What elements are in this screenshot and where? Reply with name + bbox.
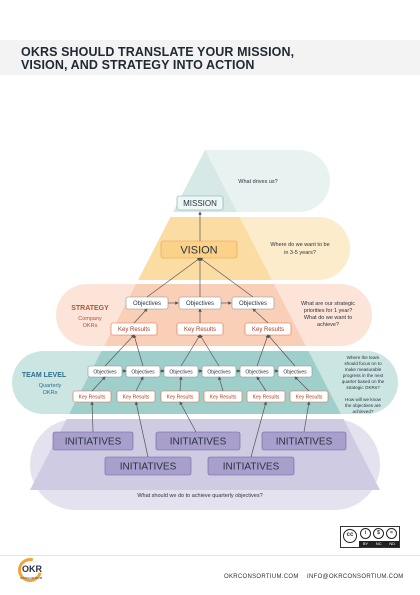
team-key-result-1-label: Key Results [79, 394, 106, 400]
mission-callout [205, 150, 330, 212]
team-key-result-6-label: Key Results [296, 394, 323, 400]
strategy-sublabel-line: Company [78, 316, 102, 322]
team-objective-5-label: Objectives [245, 369, 269, 375]
team-question-line: strategic OKRs? [346, 385, 380, 390]
strategy-to-vision-arrow [199, 257, 254, 298]
logo-subtext: CONSORTIUM [20, 576, 43, 580]
initiatives-question: What should we do to achieve quarterly o… [137, 493, 262, 499]
strategy-objective-3-label: Objectives [239, 301, 267, 307]
team-to-strategy-arrow [133, 334, 144, 367]
okr-consortium-logo: OKR CONSORTIUM [13, 553, 47, 587]
team-objective-4-label: Objectives [207, 369, 231, 375]
team-key-result-2-label: Key Results [123, 394, 150, 400]
strategy-label: STRATEGY [71, 305, 109, 312]
footer-divider [0, 555, 420, 556]
vision-question-line: Where do we want to be [270, 242, 329, 248]
team-question-line: the objectives are [345, 403, 381, 408]
strategy-question-line: What are our strategic [301, 301, 355, 307]
page-title: OKRS SHOULD TRANSLATE YOUR MISSION, VISI… [21, 46, 401, 72]
initiative-row1-2-label: INITIATIVES [170, 437, 227, 448]
team-to-strategy-arrow [180, 334, 201, 367]
strategy-objective-2-label: Objectives [186, 301, 214, 307]
team-key-result-5-label: Key Results [253, 394, 280, 400]
vision-label: VISION [180, 244, 217, 256]
team-objective-6-label: Objectives [283, 369, 307, 375]
strategy-to-vision-arrow [146, 257, 201, 298]
vision-question-line: in 3-5 years? [284, 250, 316, 256]
strategy-key-result-2-label: Key Results [184, 327, 216, 333]
title-line-2: VISION, AND STRATEGY INTO ACTION [21, 58, 255, 72]
header-band [0, 40, 420, 75]
team-question-line: Where the team [347, 355, 380, 360]
team-kr-to-obj-arrow [256, 376, 267, 392]
team-kr-to-obj-arrow [91, 376, 106, 392]
strategy-key-result-3-label: Key Results [252, 327, 284, 333]
team-to-strategy-arrow [199, 334, 220, 367]
initiative-row1-3-label: INITIATIVES [276, 437, 333, 448]
initiative-to-team-arrow [250, 401, 267, 458]
initiative-to-team-arrow [90, 401, 94, 433]
team-kr-to-obj-arrow [135, 376, 144, 392]
team-question-line: How will we know [345, 397, 382, 402]
initiative-row2-1-label: INITIATIVES [120, 462, 177, 473]
team-question-line: achieved? [353, 409, 374, 414]
team-kr-to-obj-arrow [294, 376, 310, 392]
strategy-kr-to-obj-arrow [133, 308, 148, 324]
strategy-kr-to-obj-arrow [252, 308, 269, 324]
noncommercial-icon: $ [373, 528, 384, 539]
mission-box [176, 195, 224, 211]
mission-label: MISSION [183, 199, 217, 208]
team-sublabel-line: Quarterly [39, 383, 62, 389]
team-to-strategy-arrow [267, 334, 296, 367]
strategy-objective-1-label: Objectives [133, 301, 161, 307]
initiative-row1-2-box [155, 431, 241, 451]
initiative-to-team-arrow [134, 401, 149, 458]
strategy-question-line: achieve? [317, 322, 339, 328]
strategy-question-line: priorities for 1 year? [304, 308, 353, 314]
team-to-strategy-arrow [104, 334, 135, 367]
title-line-1: OKRS SHOULD TRANSLATE YOUR MISSION, [21, 45, 295, 59]
team-kr-to-obj-arrow [179, 376, 183, 392]
team-question-line: make measurable [345, 367, 382, 372]
license-tag-by: BY [362, 541, 369, 546]
initiative-to-team-arrow [179, 401, 197, 433]
team-objective-2-label: Objectives [131, 369, 155, 375]
license-tag-nd: ND [389, 541, 396, 546]
team-key-result-4-label: Key Results [210, 394, 237, 400]
team-objective-1-label: Objectives [93, 369, 117, 375]
team-key-result-3-label: Key Results [167, 394, 194, 400]
strategy-key-result-1-label: Key Results [118, 327, 150, 333]
license-tag-nc: NC [375, 541, 382, 546]
team-question-line: quarter based on the [342, 379, 385, 384]
team-sublabel-line: OKRs [43, 390, 58, 396]
team-to-strategy-arrow [256, 334, 269, 367]
strategy-sublabel-line: OKRs [83, 323, 98, 329]
logo-text: OKR [22, 564, 42, 574]
team-kr-to-obj-arrow [218, 376, 224, 392]
strategy-question-line: What do we want to [304, 315, 352, 321]
email-link[interactable]: INFO@OKRCONSORTIUM.COM [307, 574, 404, 580]
team-objective-3-label: Objectives [169, 369, 193, 375]
team-question-line: progress in the next [343, 373, 384, 378]
initiatives-band [30, 419, 380, 490]
website-link[interactable]: OKRCONSORTIUM.COM [224, 574, 299, 580]
team-label: TEAM LEVEL [22, 372, 67, 379]
cc-icon: cc [343, 529, 357, 543]
noderivatives-icon: = [386, 528, 397, 539]
creative-commons-badge: cc i $ = BY NC ND [340, 526, 400, 548]
attribution-icon: i [360, 528, 371, 539]
team-question-line: should focus on to [344, 361, 382, 366]
mission-question: What drives us? [238, 179, 277, 185]
initiative-row1-1-label: INITIATIVES [65, 437, 122, 448]
initiative-row2-2-label: INITIATIVES [223, 462, 280, 473]
initiative-to-team-arrow [303, 401, 311, 433]
